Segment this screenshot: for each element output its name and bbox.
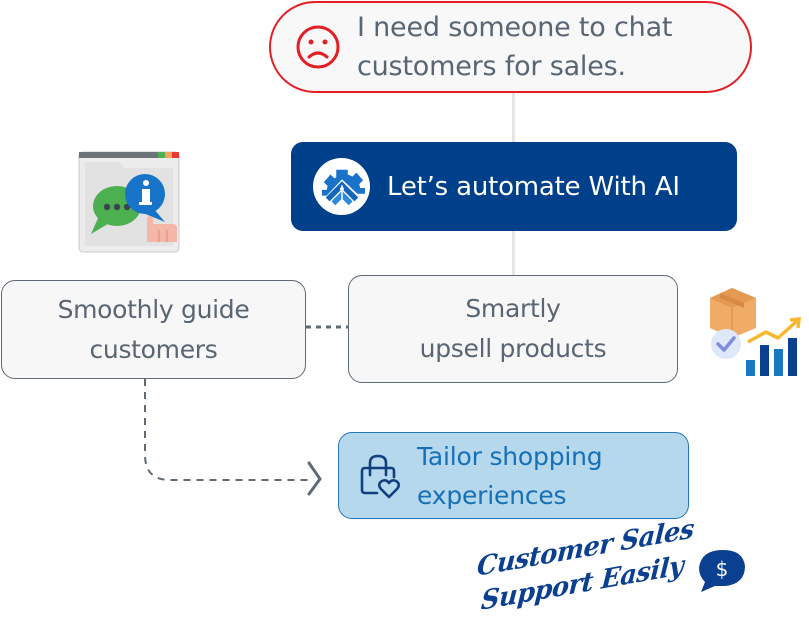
problem-statement: I need someone to chat customers for sal…: [269, 1, 752, 93]
ai-gear-logo-icon: [313, 158, 370, 215]
feature-line: Smoothly guide: [57, 294, 250, 324]
feature-tailor-shopping: Tailor shopping experiences: [338, 432, 689, 519]
feature-guide-customers: Smoothly guide customers: [1, 280, 306, 379]
feature-line: experiences: [417, 480, 567, 510]
tailor-text: Tailor shopping experiences: [417, 437, 603, 515]
dollar-chat-bubble-icon: $: [699, 550, 745, 592]
problem-line: I need someone to chat: [357, 12, 673, 43]
shopping-bag-heart-icon: [360, 454, 401, 498]
connector-problem-to-ai: [512, 93, 515, 142]
feature-upsell-products: Smartly upsell products: [348, 275, 678, 383]
arrow-head-icon: [307, 461, 322, 496]
automate-label: Let’s automate With AI: [387, 171, 680, 202]
chat-info-browser-icon: [78, 151, 180, 253]
feature-line: upsell products: [419, 334, 607, 363]
problem-text: I need someone to chat customers for sal…: [357, 8, 673, 86]
connector-ai-to-upsell: [512, 231, 515, 275]
connector-guide-to-tailor: [144, 379, 308, 481]
product-growth-chart-icon: [710, 288, 801, 376]
tagline: Customer Sales Support Easily: [470, 514, 695, 635]
automate-with-ai-banner: Let’s automate With AI: [291, 142, 737, 231]
dollar-symbol: $: [716, 557, 729, 581]
feature-line: Smartly: [465, 294, 561, 323]
feature-line: Tailor shopping: [417, 441, 603, 471]
feature-line: customers: [89, 334, 218, 364]
problem-line: customers for sales.: [357, 51, 626, 82]
sad-face-icon: [296, 25, 340, 69]
